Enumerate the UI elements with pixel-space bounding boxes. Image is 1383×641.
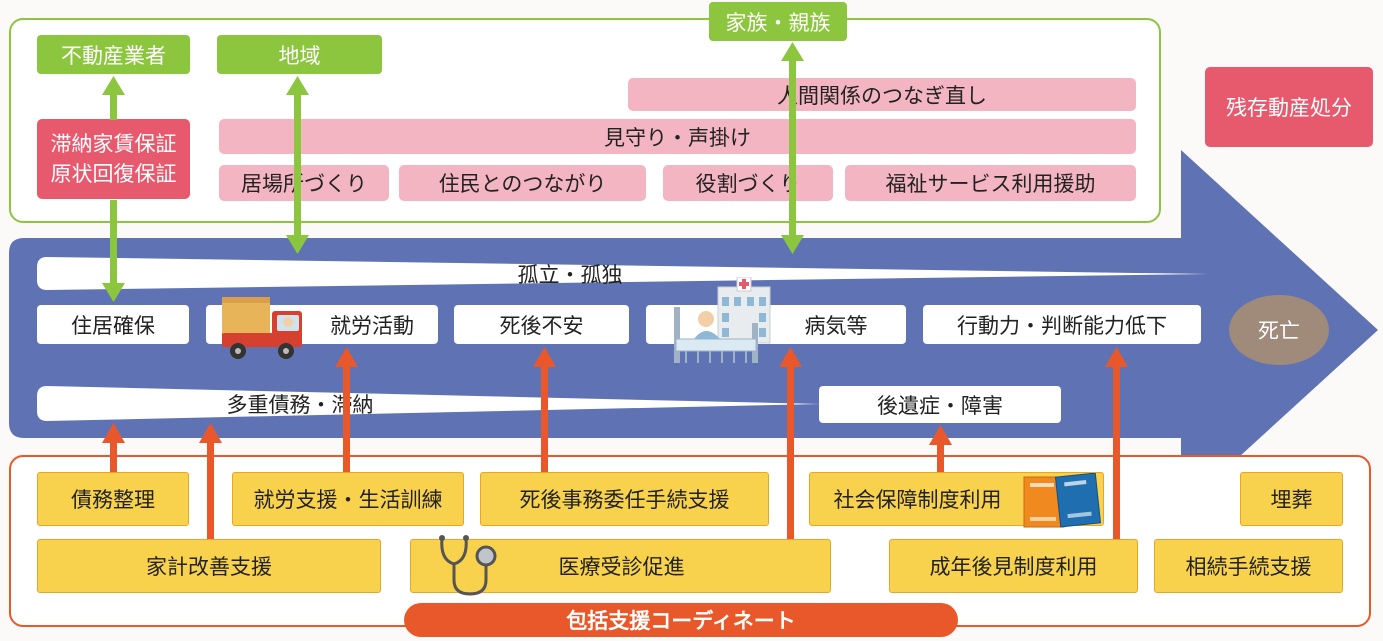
rent-arrears-guarantee: 滞納家賃保証: [50, 131, 177, 156]
debt-settlement: 債務整理: [37, 472, 189, 526]
support-role-making: 役割づくり: [663, 165, 833, 201]
relationship-rebuild-bar: 人間関係のつなぎ直し: [628, 78, 1136, 111]
stage-illness: 病気等: [804, 313, 868, 338]
stethoscope-icon: [439, 535, 497, 596]
burial: 埋葬: [1240, 472, 1343, 526]
inheritance-procedure-support: 相続手続支援: [1154, 539, 1343, 593]
support-resident-connection: 住民とのつながり: [399, 165, 646, 201]
social-security-usage: 社会保障制度利用: [833, 488, 1002, 512]
employment-life-training: 就労支援・生活訓練: [232, 472, 464, 526]
hospital-icon: [717, 277, 771, 344]
watch-and-call-bar: 見守り・声掛け: [219, 119, 1136, 154]
stage-after-death-anxiety: 死後不安: [454, 305, 629, 344]
real-estate-agent-label: 不動産業者: [37, 35, 190, 74]
household-budget-support: 家計改善支援: [37, 539, 381, 593]
stage-employment: 就労活動: [330, 313, 414, 338]
aftereffect-disability: 後遺症・障害: [819, 386, 1061, 423]
restoration-guarantee: 原状回復保証: [50, 162, 177, 186]
comprehensive-coordinate-label: 包括支援コーディネート: [404, 603, 958, 637]
stage-illness-box: 病気等: [646, 305, 906, 344]
region-label: 地域: [217, 35, 382, 74]
death-ellipse: 死亡: [1229, 295, 1329, 365]
stage-capacity-decline: 行動力・判断能力低下: [923, 305, 1201, 344]
medical-visit-promotion: 医療受診促進: [558, 555, 685, 579]
rent-guarantee-box: 滞納家賃保証 原状回復保証: [37, 119, 190, 199]
family-relatives-label: 家族・親族: [709, 2, 847, 41]
handbook-icon: [1023, 473, 1102, 528]
truck-icon: [222, 297, 302, 359]
support-welfare-service: 福祉サービス利用援助: [845, 165, 1136, 201]
adult-guardianship-usage: 成年後見制度利用: [889, 539, 1138, 593]
remaining-property-disposal: 残存動産処分: [1205, 67, 1373, 147]
support-place-making: 居場所づくり: [219, 165, 389, 201]
isolation-loneliness-label: 孤立・孤独: [517, 263, 623, 287]
stage-housing: 住居確保: [37, 305, 189, 344]
post-death-affairs-support: 死後事務委任手続支援: [480, 472, 769, 526]
hospital-bed-icon: [674, 307, 758, 363]
